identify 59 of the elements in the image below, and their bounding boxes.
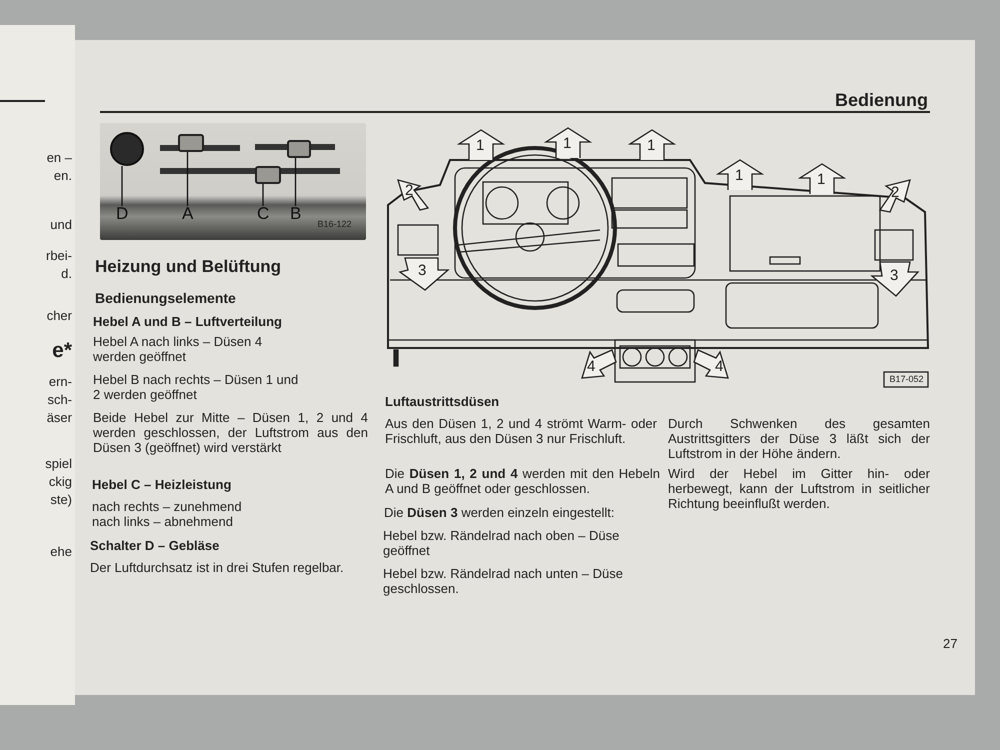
callout-number: 2 [405, 183, 414, 199]
paragraph-heading: Hebel C – Heizleistung [92, 477, 232, 492]
text-fragment: äser [46, 410, 72, 425]
text-fragment: sch- [47, 392, 72, 407]
text-fragment: en – [46, 150, 72, 165]
text-fragment: spiel [45, 456, 72, 471]
paragraph: nach links – abnehmend [92, 514, 234, 529]
callout-letter: B [290, 205, 302, 223]
leader-line [294, 158, 296, 206]
page-number: 27 [943, 636, 958, 651]
text-fragment: en. [54, 168, 72, 183]
paragraph: Hebel B nach rechts – Düsen 1 und 2 werden geöffnet [93, 372, 300, 402]
text-fragment: ern- [48, 374, 72, 389]
leader-line [186, 152, 188, 206]
callout-letter: A [182, 205, 194, 223]
text-fragment: ste) [50, 492, 72, 507]
page-heading: Bedienung [835, 90, 928, 111]
paragraph: Die Düsen 3 werden einzeln eingestellt: [384, 505, 616, 520]
text-fragment: e* [52, 340, 72, 362]
paragraph-heading: Hebel A und B – Luftverteilung [93, 314, 283, 329]
text-fragment: d. [61, 266, 72, 281]
callout-number: 3 [418, 263, 426, 279]
slider-lever [255, 166, 281, 184]
text-fragment: ehe [50, 544, 72, 559]
paragraph: Die Düsen 1, 2 und 4 werden mit den Hebeln A und B geöffnet oder geschlossen. [385, 466, 660, 496]
callout-number: 1 [563, 136, 572, 152]
figure-code: B17-052 [888, 373, 925, 385]
paragraph-heading: Schalter D – Gebläse [90, 538, 220, 553]
paragraph: Hebel bzw. Rändelrad nach unten – Düse geschlossen. [383, 566, 623, 596]
slider-lever [287, 140, 311, 158]
leader-line [121, 166, 123, 206]
paragraph: nach rechts – zunehmend [92, 499, 243, 514]
figure-code: B16-122 [316, 218, 353, 230]
paragraph: Hebel bzw. Rändelrad nach oben – Düse geöffnet [383, 528, 620, 558]
callout-number: 4 [587, 359, 596, 375]
paragraph: Hebel A nach links – Düsen 4 werden geöffnet [93, 334, 264, 364]
callout-number: 1 [647, 138, 656, 154]
text-fragment: und [50, 217, 72, 232]
callout-number: 1 [735, 168, 744, 184]
paragraph: Wird der Hebel im Gitter hin- oder herbewegt, kann der Luftstrom in seitlicher Richtung beeinflußt werden. [668, 466, 930, 511]
subsection-heading: Bedienungselemente [95, 290, 237, 306]
text-fragment: cher [46, 308, 72, 323]
callout-number: 1 [817, 172, 826, 188]
callout-number: 2 [891, 185, 900, 201]
paragraph: Aus den Düsen 1, 2 und 4 strömt Warm- oder Frischluft, aus den Düsen 3 nur Frischluft. [385, 416, 657, 446]
callout-letter: D [116, 205, 128, 223]
section-heading: Heizung und Belüftung [95, 257, 282, 276]
paragraph: Durch Schwenken des gesamten Austrittsgitters der Düse 3 läßt sich der Luftstrom in der Höhe ändern. [668, 416, 930, 461]
text-fragment: ckig [48, 474, 72, 489]
text-fragment: rbei- [46, 248, 72, 263]
callout-number: 1 [476, 138, 484, 154]
paragraph-heading: Luftaustrittsdüsen [385, 394, 500, 409]
callout-number: 4 [715, 359, 724, 375]
callout-number: 3 [890, 268, 898, 284]
paragraph: Beide Hebel zur Mitte – Düsen 1, 2 und 4 werden geschlossen, der Luftstrom aus den Düsen 3 (geöffnet) wird verstärkt [93, 410, 368, 455]
slider-lever [178, 134, 204, 152]
callout-letter: C [257, 205, 270, 223]
leader-line [262, 184, 264, 206]
paragraph: Der Luftdurchsatz ist in drei Stufen regelbar. [90, 560, 345, 575]
